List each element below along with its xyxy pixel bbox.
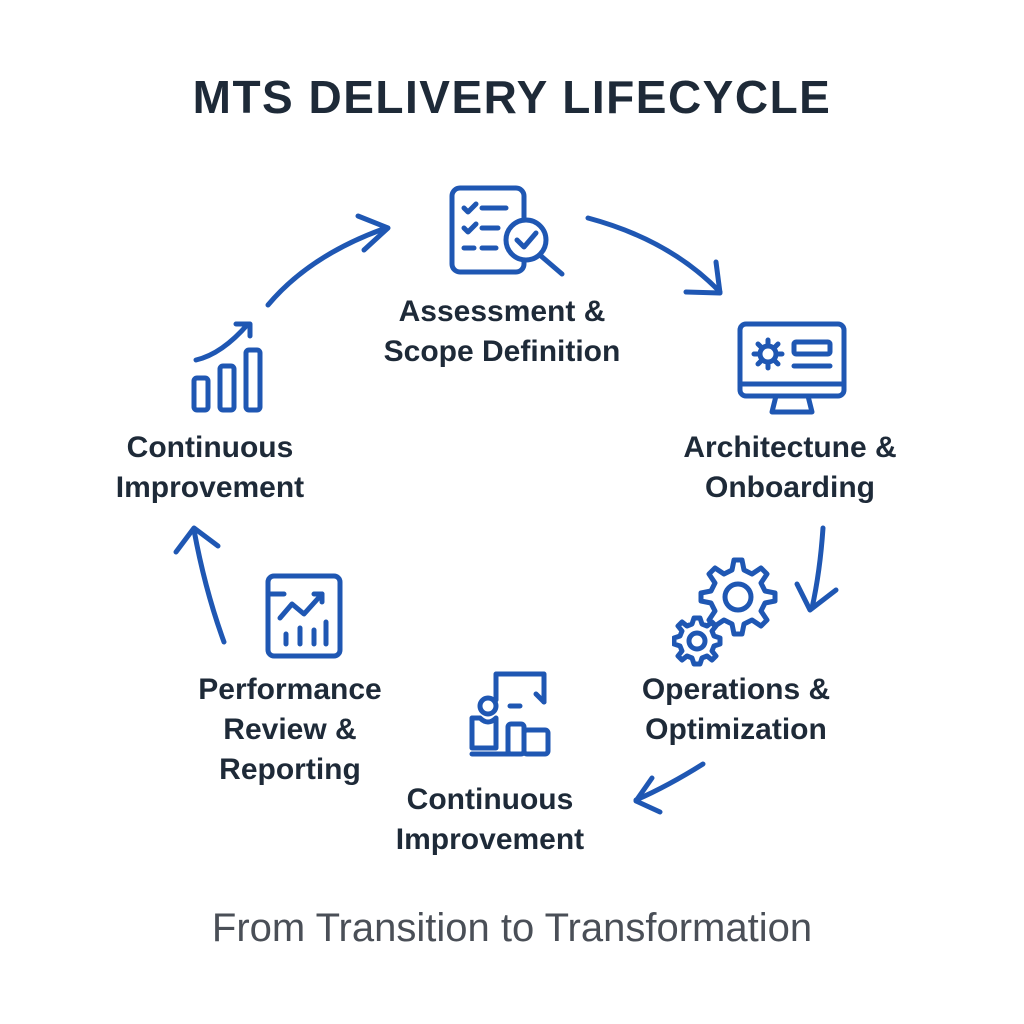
stage-label-architecture: Architectune & Onboarding	[683, 431, 897, 504]
report-chart-icon	[264, 572, 344, 662]
stage-label-assessment: Assessment & Scope Definition	[383, 295, 621, 368]
growth-bar-chart-icon	[188, 318, 268, 416]
diagram-title: MTS DELIVERY LIFECYCLE	[192, 71, 832, 123]
arrow-to-operations	[809, 525, 826, 611]
stage-label-improvement-bottom: Continuous Improvement	[395, 783, 585, 856]
gears-icon	[672, 556, 778, 668]
arrow-to-improvement	[191, 527, 227, 645]
workflow-icon	[466, 668, 556, 764]
stage-label-operations: Operations & Optimization	[641, 673, 831, 746]
checklist-search-icon	[448, 184, 570, 280]
stage-label-improvement-left: Continuous Improvement	[115, 431, 305, 504]
monitor-settings-icon	[736, 320, 848, 420]
diagram-subtitle: From Transition to Transformation	[211, 906, 813, 950]
arrow-to-workflow	[633, 761, 706, 803]
stage-label-performance: Performance Review & Reporting	[198, 673, 382, 786]
arrow-to-architecture	[585, 215, 723, 295]
